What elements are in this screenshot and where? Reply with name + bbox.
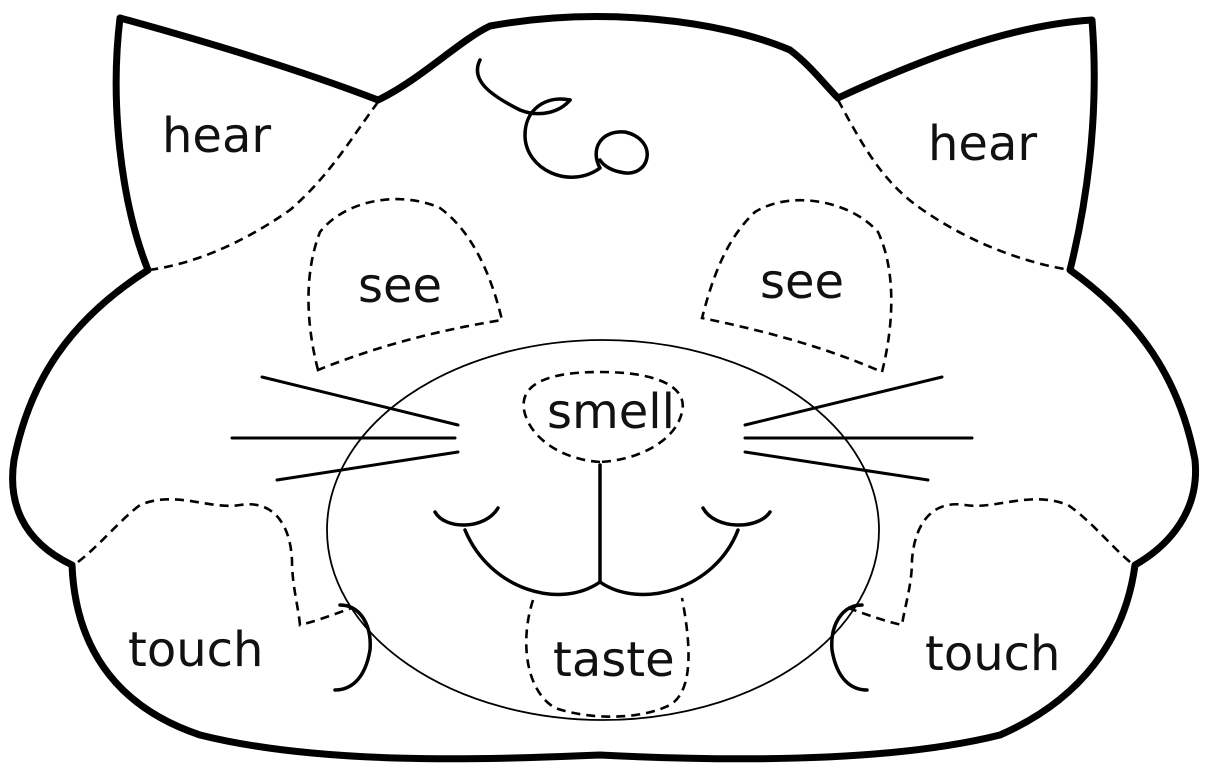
label-see-right: see <box>760 254 844 310</box>
label-hear-right: hear <box>928 116 1037 172</box>
label-touch-left: touch <box>128 622 263 678</box>
label-smell: smell <box>547 384 675 440</box>
label-hear-left: hear <box>162 108 271 164</box>
label-taste: taste <box>553 632 675 688</box>
label-touch-right: touch <box>925 626 1060 682</box>
label-see-left: see <box>358 258 442 314</box>
